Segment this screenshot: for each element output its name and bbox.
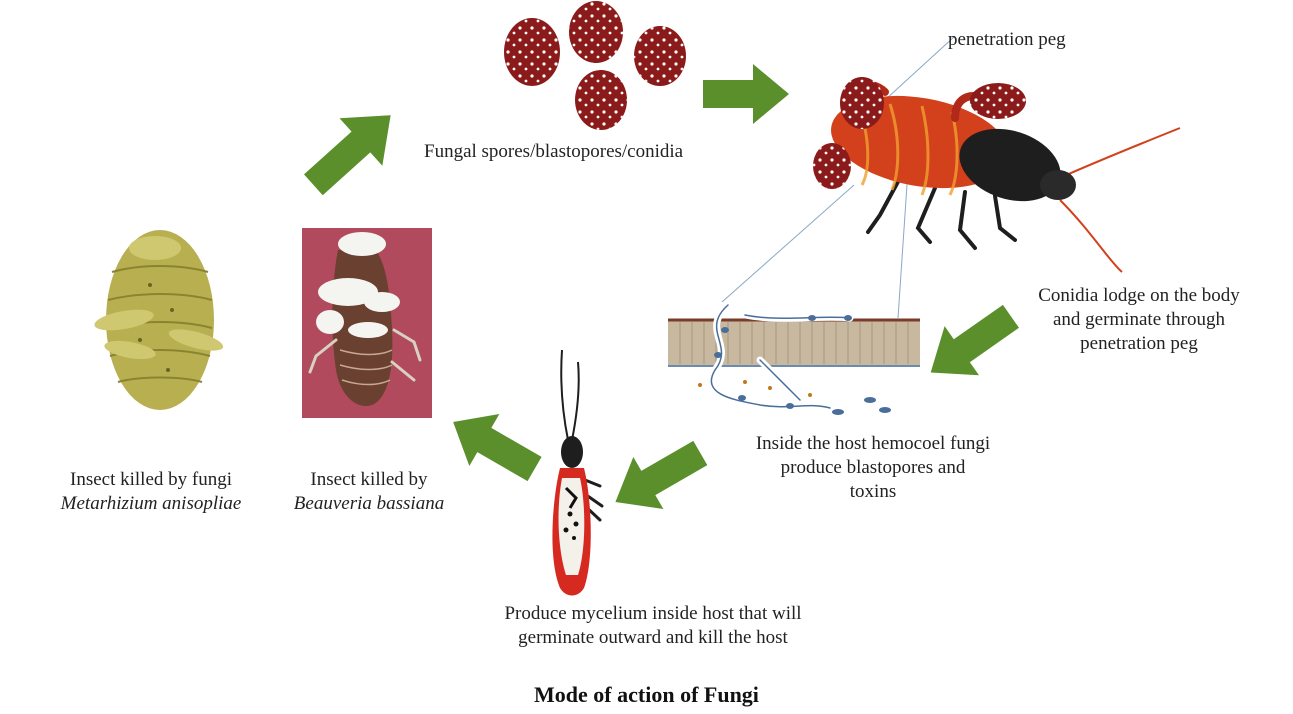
spore-icon — [575, 70, 627, 130]
label-metarhizium: Insect killed by fungi Metarhizium aniso… — [24, 468, 278, 516]
mycelium-line: germinate outward and kill the host — [432, 626, 874, 650]
spore-icon — [813, 143, 851, 189]
conidia-lodge-line: penetration peg — [1012, 332, 1266, 356]
infected-insect-icon — [552, 350, 602, 596]
metarhizium-infected-insect-icon — [93, 230, 225, 410]
mycelium-line: Produce mycelium inside host that will — [432, 602, 874, 626]
green-arrow-icon — [913, 292, 1028, 397]
spore-icon — [634, 26, 686, 86]
spores-text: Fungal spores/blastopores/conidia — [424, 140, 683, 164]
spore-icon — [840, 77, 884, 129]
green-arrow-icon — [438, 396, 549, 495]
spore-icon — [569, 1, 623, 63]
spore-icon — [504, 18, 560, 86]
beauveria-line: Insect killed by — [288, 468, 450, 492]
beauveria-species: Beauveria bassiana — [288, 492, 450, 516]
label-mycelium: Produce mycelium inside host that will g… — [432, 602, 874, 650]
hemocoel-line: toxins — [700, 480, 1046, 504]
diagram-title: Mode of action of Fungi — [0, 682, 1293, 708]
spore-icon — [970, 83, 1026, 119]
label-conidia-lodge: Conidia lodge on the body and germinate … — [1012, 284, 1266, 356]
metarhizium-species: Metarhizium anisopliae — [24, 492, 278, 516]
cuticle-cross-section-icon — [668, 305, 920, 415]
green-arrow-icon — [292, 91, 412, 208]
conidia-lodge-line: Conidia lodge on the body — [1012, 284, 1266, 308]
penetration-peg-text: penetration peg — [948, 28, 1066, 52]
label-spores: Fungal spores/blastopores/conidia — [424, 140, 683, 164]
green-arrow-icon — [600, 427, 715, 528]
label-hemocoel: Inside the host hemocoel fungi produce b… — [700, 432, 1046, 504]
hemocoel-line: produce blastopores and — [700, 456, 1046, 480]
conidia-lodge-line: and germinate through — [1012, 308, 1266, 332]
label-beauveria: Insect killed by Beauveria bassiana — [288, 468, 450, 516]
metarhizium-line: Insect killed by fungi — [24, 468, 278, 492]
spore-cluster — [504, 1, 686, 130]
beauveria-infected-insect-icon — [302, 228, 432, 418]
label-penetration-peg: penetration peg — [948, 28, 1066, 52]
green-arrow-icon — [703, 64, 789, 124]
hemocoel-line: Inside the host hemocoel fungi — [700, 432, 1046, 456]
